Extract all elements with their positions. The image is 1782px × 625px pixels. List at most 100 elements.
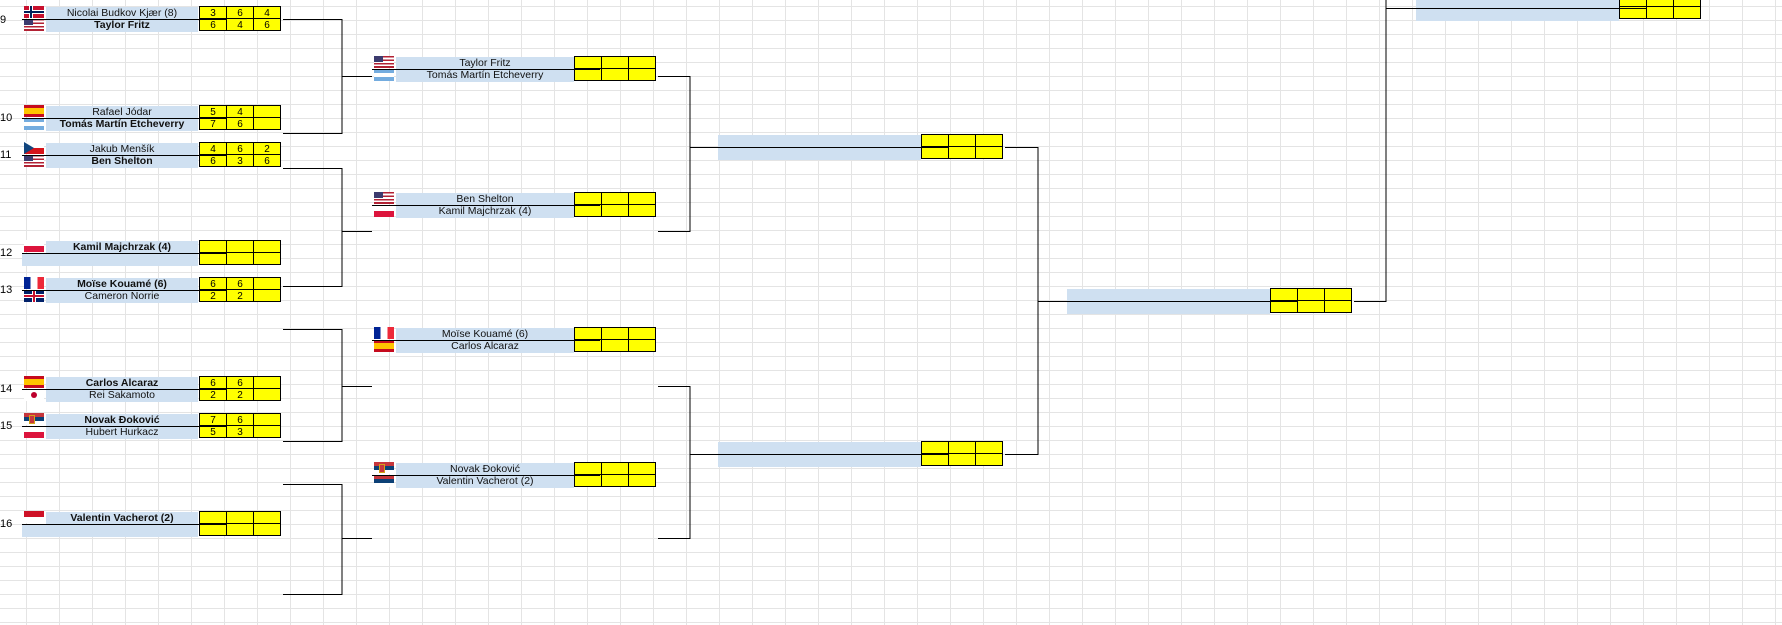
player-name bbox=[718, 454, 921, 467]
score-grid bbox=[574, 462, 656, 487]
flag-monaco-icon bbox=[24, 511, 44, 523]
flag-argentina-icon bbox=[374, 69, 394, 81]
flag-usa-icon bbox=[24, 155, 44, 167]
seed-number: 15 bbox=[0, 420, 13, 432]
bracket-line bbox=[658, 76, 718, 232]
score-grid bbox=[574, 327, 656, 352]
player-name: Taylor Fritz bbox=[396, 57, 574, 70]
flag-poland-icon bbox=[374, 205, 394, 217]
bracket-line bbox=[718, 147, 948, 455]
player-name: Novak Đoković bbox=[46, 414, 198, 427]
player-name: Hubert Hurkacz bbox=[46, 426, 198, 439]
score-cell[interactable]: 3 bbox=[226, 154, 254, 167]
bracket-line bbox=[1005, 147, 1067, 455]
player-name bbox=[1416, 0, 1619, 8]
player-name bbox=[22, 253, 198, 266]
score-grid bbox=[574, 192, 656, 217]
score-grid bbox=[1619, 0, 1701, 19]
player-name: Valentin Vacherot (2) bbox=[396, 475, 574, 488]
player-name: Moïse Kouamé (6) bbox=[396, 328, 574, 341]
score-cell[interactable] bbox=[628, 339, 656, 352]
player-name bbox=[718, 442, 921, 455]
flag-norway-icon bbox=[24, 6, 44, 18]
player-name bbox=[1067, 289, 1270, 302]
player-name: Nicolai Budkov Kjær (8) bbox=[46, 7, 198, 20]
player-name: Kamil Majchrzak (4) bbox=[46, 241, 198, 254]
bracket-line bbox=[22, 19, 226, 525]
flag-poland-icon bbox=[24, 426, 44, 438]
player-name bbox=[1067, 301, 1270, 314]
score-grid bbox=[199, 511, 281, 536]
player-name: Kamil Majchrzak (4) bbox=[396, 205, 574, 218]
bracket-line bbox=[372, 69, 600, 476]
score-grid bbox=[574, 56, 656, 81]
player-name: Ben Shelton bbox=[396, 193, 574, 206]
flag-spain-icon bbox=[374, 340, 394, 352]
player-name: Novak Đoković bbox=[396, 463, 574, 476]
score-cell[interactable] bbox=[253, 425, 281, 438]
score-cell[interactable] bbox=[253, 252, 281, 265]
score-cell[interactable] bbox=[628, 474, 656, 487]
bracket-line bbox=[283, 168, 372, 287]
flag-japan-icon bbox=[24, 389, 44, 401]
flag-czechia-icon bbox=[24, 142, 44, 154]
score-cell[interactable] bbox=[253, 388, 281, 401]
flag-spain-icon bbox=[24, 376, 44, 388]
score-cell[interactable] bbox=[628, 68, 656, 81]
bracket-line bbox=[283, 19, 372, 134]
flag-poland-icon bbox=[24, 240, 44, 252]
player-name: Valentin Vacherot (2) bbox=[46, 512, 198, 525]
score-grid bbox=[1270, 288, 1352, 313]
seed-number: 13 bbox=[0, 284, 13, 296]
player-name: Jakub Menšík bbox=[46, 143, 198, 156]
player-name: Cameron Norrie bbox=[46, 290, 198, 303]
player-name: Carlos Alcaraz bbox=[46, 377, 198, 390]
flag-spain-icon bbox=[24, 105, 44, 117]
flag-serbia-icon bbox=[374, 475, 394, 487]
score-cell[interactable] bbox=[1673, 6, 1701, 19]
score-cell[interactable]: 6 bbox=[199, 154, 227, 167]
score-cell[interactable]: 6 bbox=[253, 18, 281, 31]
player-name: Carlos Alcaraz bbox=[396, 340, 574, 353]
flag-serbia-icon bbox=[374, 462, 394, 474]
score-cell[interactable] bbox=[628, 204, 656, 217]
player-name: Rei Sakamoto bbox=[46, 389, 198, 402]
score-cell[interactable] bbox=[253, 523, 281, 536]
player-name: Taylor Fritz bbox=[46, 19, 198, 32]
bracket-line bbox=[283, 484, 372, 595]
player-name bbox=[718, 135, 921, 148]
score-grid bbox=[921, 441, 1003, 466]
bracket-line bbox=[1354, 0, 1416, 302]
score-cell[interactable] bbox=[253, 117, 281, 130]
flag-france-icon bbox=[24, 277, 44, 289]
player-name: Rafael Jódar bbox=[46, 106, 198, 119]
score-cell[interactable]: 6 bbox=[226, 117, 254, 130]
score-cell[interactable]: 6 bbox=[253, 154, 281, 167]
player-name bbox=[718, 147, 921, 160]
flag-usa-icon bbox=[24, 19, 44, 31]
seed-number: 11 bbox=[0, 149, 12, 161]
score-cell[interactable] bbox=[975, 146, 1003, 159]
flag-france-icon bbox=[374, 327, 394, 339]
player-name bbox=[22, 524, 198, 537]
flag-usa-icon bbox=[374, 192, 394, 204]
score-grid bbox=[921, 134, 1003, 159]
player-name bbox=[1416, 8, 1619, 21]
score-cell[interactable] bbox=[253, 289, 281, 302]
score-cell[interactable]: 3 bbox=[226, 425, 254, 438]
score-cell[interactable] bbox=[975, 453, 1003, 466]
flag-usa-icon bbox=[374, 56, 394, 68]
score-cell[interactable] bbox=[1324, 300, 1352, 313]
player-name: Tomás Martín Etcheverry bbox=[396, 69, 574, 82]
seed-number: 12 bbox=[0, 247, 13, 259]
player-name: Moïse Kouamé (6) bbox=[46, 278, 198, 291]
seed-number: 9 bbox=[0, 14, 7, 26]
seed-number: 14 bbox=[0, 383, 13, 395]
bracket-line bbox=[283, 329, 372, 442]
